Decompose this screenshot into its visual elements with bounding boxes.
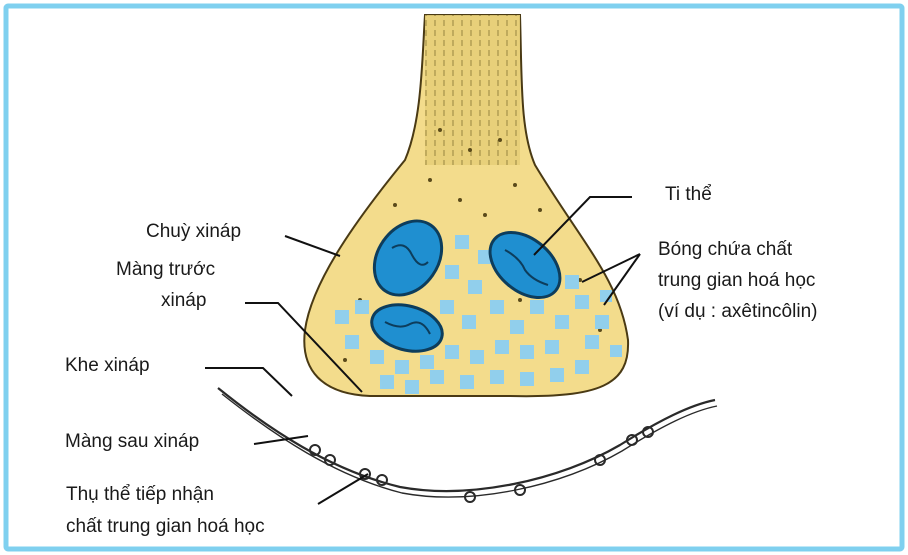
leader-thu-the [318,474,368,504]
label-mang-sau-xinap: Màng sau xináp [65,429,199,455]
postsynaptic-membrane [218,388,717,502]
label-bong-chua-2: trung gian hoá học [658,268,815,294]
label-chuy-xinap: Chuỳ xináp [146,219,241,245]
label-thu-the-2: chất trung gian hoá học [66,514,265,540]
leader-khe-xinap [205,368,292,396]
label-thu-the-1: Thụ thể tiếp nhận [66,482,214,508]
receptors [310,427,653,502]
label-mang-truoc-xinap-1: Màng trước [116,257,215,283]
label-ti-the: Ti thể [665,182,712,208]
label-bong-chua-1: Bóng chứa chất [658,237,792,263]
leader-chuy-xinap [285,236,340,256]
label-khe-xinap: Khe xináp [65,353,150,379]
label-bong-chua-3: (ví dụ : axêtincôlin) [658,299,817,325]
label-mang-truoc-xinap-2: xináp [161,288,206,314]
